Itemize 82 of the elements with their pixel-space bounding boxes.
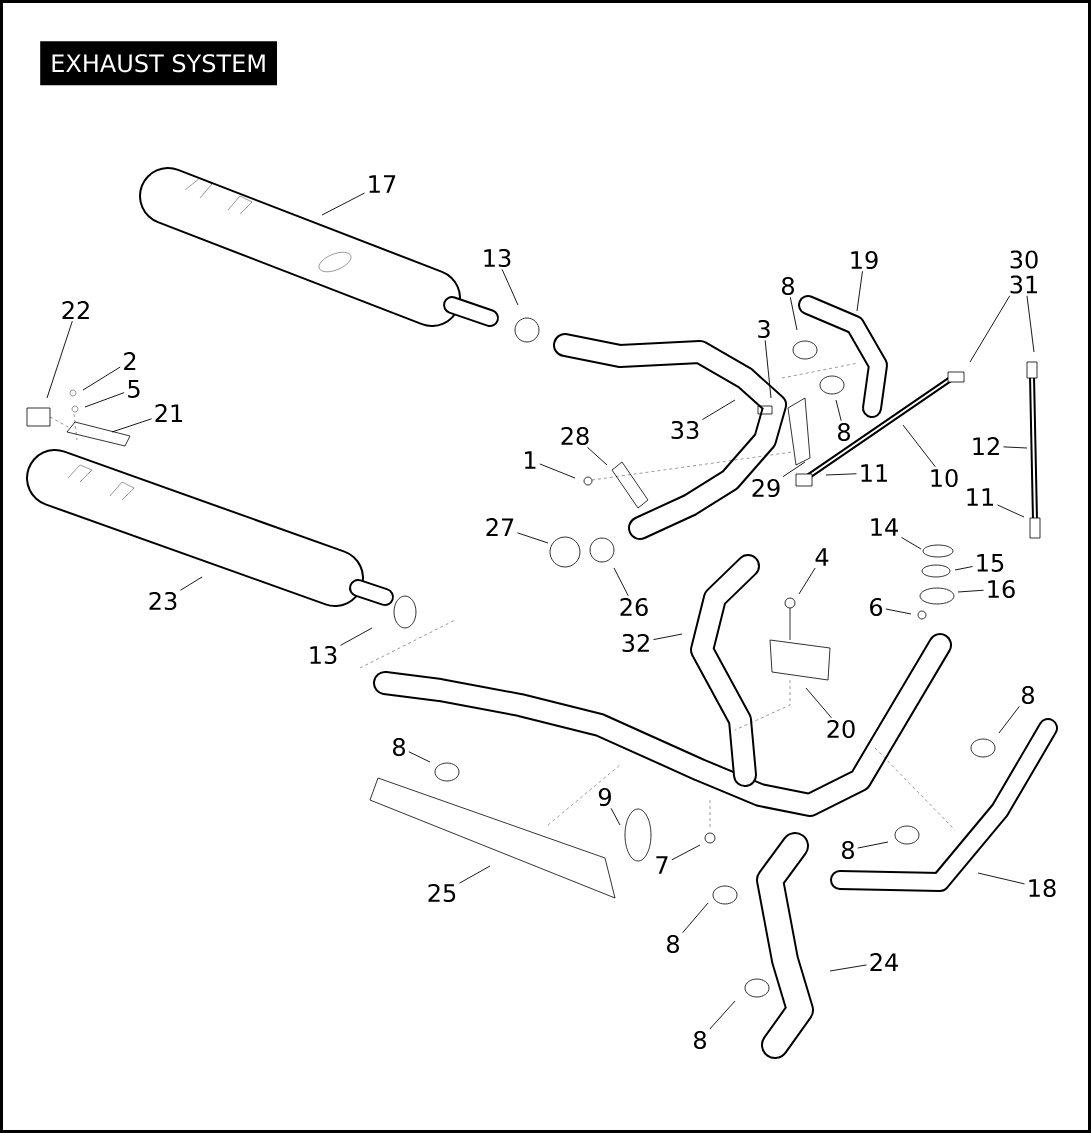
callout-number: 6 bbox=[870, 597, 883, 617]
leader-line bbox=[539, 463, 576, 479]
callout-number: 28 bbox=[561, 426, 589, 446]
leader-line bbox=[84, 392, 125, 408]
callout-number: 19 bbox=[851, 250, 878, 270]
callout-number: 1 bbox=[525, 451, 536, 469]
callout-number: 5 bbox=[128, 380, 140, 398]
leader-line bbox=[954, 566, 973, 571]
leader-line bbox=[610, 807, 621, 826]
callout-number: 9 bbox=[598, 787, 611, 807]
callout-number: 11 bbox=[861, 464, 888, 482]
leader-line bbox=[798, 567, 816, 595]
leader-line bbox=[969, 295, 1011, 363]
callout-number: 8 bbox=[694, 1030, 706, 1050]
leader-line bbox=[885, 608, 912, 615]
callout-number: 24 bbox=[870, 953, 898, 971]
callout-number: 23 bbox=[149, 591, 177, 611]
leader-line bbox=[835, 399, 842, 422]
leader-line bbox=[46, 320, 73, 399]
leader-line bbox=[782, 461, 806, 478]
leader-line bbox=[857, 841, 889, 849]
callout-number: 4 bbox=[815, 548, 829, 566]
callout-number: 8 bbox=[782, 276, 794, 296]
callout-number: 8 bbox=[1022, 685, 1034, 705]
leader-line bbox=[111, 418, 152, 433]
leader-line bbox=[1003, 446, 1028, 449]
callout-number: 30 31 bbox=[1010, 250, 1038, 294]
callout-number: 21 bbox=[155, 404, 183, 422]
leader-line bbox=[653, 633, 683, 641]
callout-number: 17 bbox=[369, 175, 396, 193]
leader-line bbox=[82, 366, 121, 391]
leader-line bbox=[977, 872, 1025, 885]
leader-line bbox=[998, 705, 1020, 734]
callout-number: 29 bbox=[752, 478, 780, 498]
callout-number: 11 bbox=[967, 488, 994, 506]
callout-number: 15 bbox=[977, 554, 1004, 572]
callout-number: 3 bbox=[758, 319, 770, 339]
leader-line bbox=[408, 751, 431, 763]
callout-number: 8 bbox=[838, 422, 850, 442]
callout-number: 10 bbox=[931, 468, 958, 488]
leader-line bbox=[501, 268, 519, 306]
callout-number: 33 bbox=[671, 420, 699, 440]
leader-line bbox=[902, 424, 936, 468]
callout-number: 16 bbox=[988, 579, 1015, 599]
leader-line bbox=[340, 627, 373, 646]
callout-number: 14 bbox=[871, 518, 898, 536]
leader-line bbox=[459, 865, 491, 884]
leader-line bbox=[517, 532, 549, 544]
leader-line bbox=[682, 902, 709, 934]
leader-line bbox=[321, 192, 365, 216]
leader-line bbox=[957, 589, 984, 593]
leader-line bbox=[901, 536, 922, 550]
leader-line bbox=[180, 576, 203, 591]
leader-line bbox=[825, 473, 857, 476]
callout-number: 22 bbox=[62, 301, 89, 319]
leader-line bbox=[587, 446, 608, 466]
title-banner: EXHAUST SYSTEM bbox=[40, 41, 277, 86]
callout-number: 8 bbox=[393, 737, 405, 757]
callout-number: 18 bbox=[1029, 878, 1056, 898]
callout-number: 2 bbox=[124, 352, 136, 370]
leader-line bbox=[702, 399, 736, 420]
callout-number: 27 bbox=[486, 518, 514, 536]
callout-number: 12 bbox=[973, 437, 999, 455]
leader-line bbox=[764, 339, 772, 399]
leader-line bbox=[805, 687, 832, 719]
callout-number: 20 bbox=[827, 719, 855, 739]
leader-line bbox=[997, 504, 1025, 518]
callout-number: 26 bbox=[620, 597, 648, 617]
callout-number: 8 bbox=[842, 840, 854, 860]
callout-number: 7 bbox=[656, 856, 668, 874]
leader-line bbox=[856, 270, 863, 312]
leader-line bbox=[671, 844, 701, 861]
callout-number: 13 bbox=[484, 248, 511, 268]
leader-line bbox=[829, 964, 867, 972]
leader-line bbox=[1026, 295, 1035, 353]
callout-number: 8 bbox=[667, 934, 679, 954]
leader-line bbox=[789, 296, 798, 331]
callout-number: 32 bbox=[622, 633, 649, 653]
callout-number: 25 bbox=[428, 883, 456, 903]
leader-line bbox=[613, 567, 629, 597]
leader-line bbox=[709, 1000, 736, 1030]
callout-number: 13 bbox=[310, 645, 337, 665]
